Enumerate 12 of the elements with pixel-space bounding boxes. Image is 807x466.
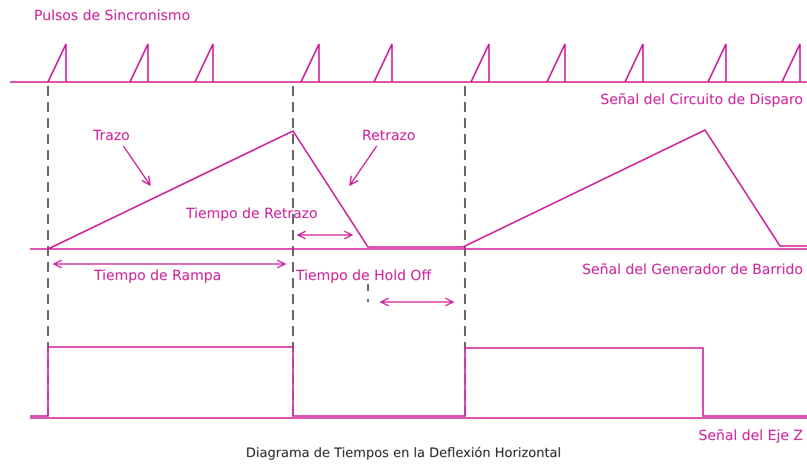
waveform-label: Trazo bbox=[93, 128, 130, 144]
leader-arrow bbox=[349, 146, 378, 186]
chart-title: Pulsos de Sincronismo bbox=[34, 8, 190, 24]
time-label: Tiempo de Hold Off bbox=[296, 268, 432, 284]
time-label: Tiempo de Rampa bbox=[94, 268, 222, 284]
leader-arrow bbox=[122, 146, 151, 186]
signal-name: Señal del Eje Z bbox=[698, 428, 803, 444]
caption: Diagrama de Tiempos en la Deflexión Horizontal bbox=[244, 446, 562, 462]
waveform-label: Retrazo bbox=[362, 128, 416, 144]
time-label: Tiempo de Retrazo bbox=[186, 206, 318, 222]
signal-name: Señal del Generador de Barrido bbox=[582, 262, 803, 278]
signal-name: Señal del Circuito de Disparo bbox=[600, 92, 803, 108]
